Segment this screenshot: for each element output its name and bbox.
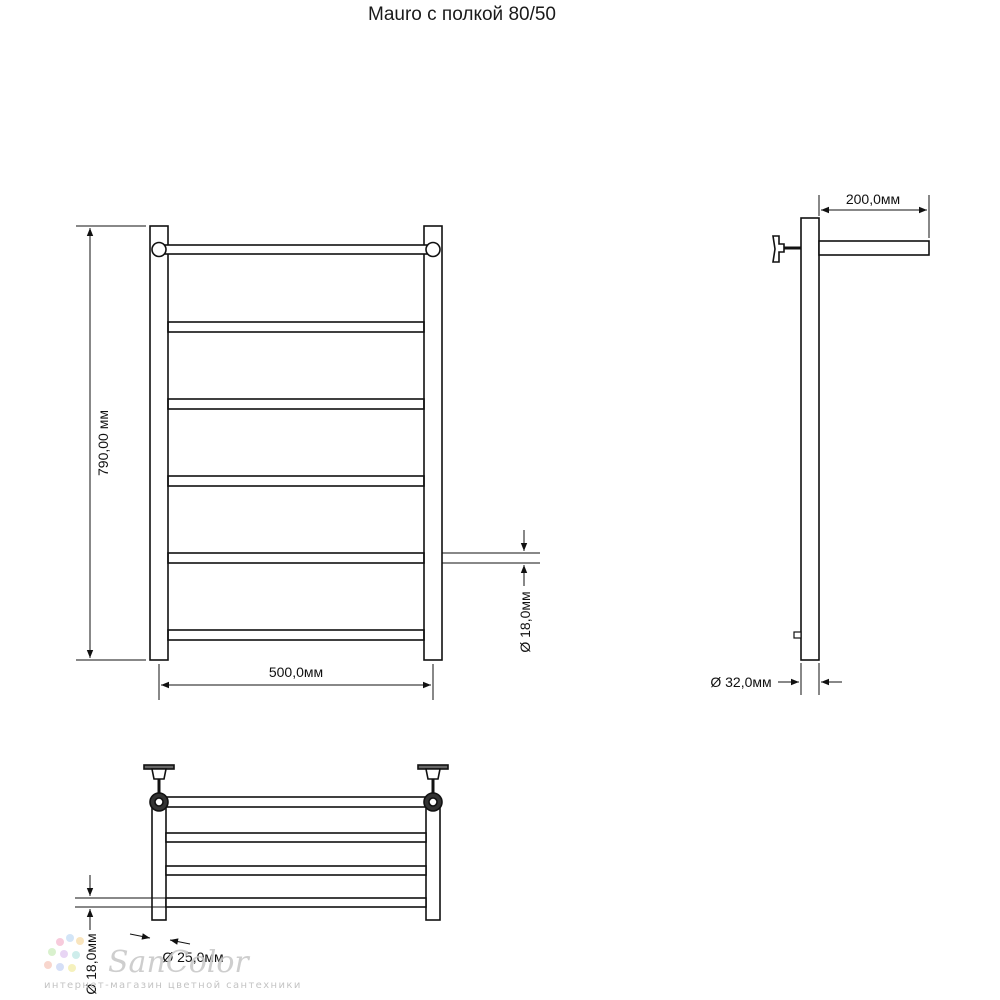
bar-diameter-label: Ø 18,0мм: [517, 591, 533, 652]
top-shelf-bar: [165, 796, 427, 808]
front-view: [149, 225, 443, 661]
left-flange: [149, 792, 169, 812]
watermark-brand: SanColor: [108, 945, 250, 980]
right-flange: [423, 792, 443, 812]
watermark: SanColor интернет-магазин цветной сантех…: [44, 934, 302, 991]
flange-diameter-label: Ø 25,0мм: [162, 949, 223, 965]
watermark-tagline: интернет-магазин цветной сантехники: [44, 980, 302, 991]
rung: [165, 897, 427, 908]
right-shelf-knob: [425, 241, 441, 258]
bottom-bar-diameter-label: Ø 18,0мм: [83, 933, 99, 994]
rung: [165, 832, 427, 843]
side-post: [800, 217, 820, 661]
depth-dimension: [818, 195, 930, 238]
bar-diameter-dimension: [442, 530, 540, 586]
width-dimension: [158, 664, 434, 700]
top-view: [143, 764, 449, 921]
rung: [167, 475, 425, 487]
rung: [167, 321, 425, 333]
rung: [165, 865, 427, 876]
right-wall-mount: [417, 764, 449, 795]
right-post: [423, 225, 443, 661]
drawing-title: Mauro с полкой 80/50: [368, 4, 556, 25]
side-shelf: [818, 240, 930, 256]
bottom-bar-diameter-dimension: [75, 875, 166, 930]
top-right-post: [425, 801, 441, 921]
side-wall-mount: [772, 235, 785, 263]
side-view: [772, 217, 930, 661]
top-shelf-bar: [158, 244, 434, 255]
rung: [167, 552, 425, 564]
post-diameter-label: Ø 32,0мм: [710, 674, 771, 690]
height-dimension: [76, 225, 146, 661]
left-wall-mount: [143, 764, 175, 795]
left-post: [149, 225, 169, 661]
flange-diameter-dimension: [129, 933, 191, 945]
width-label: 500,0мм: [269, 664, 323, 680]
rung: [167, 629, 425, 641]
left-shelf-knob: [151, 241, 167, 258]
top-left-post: [151, 801, 167, 921]
depth-label: 200,0мм: [846, 191, 900, 207]
height-label: 790,00 мм: [95, 410, 111, 476]
post-diameter-dimension: [778, 663, 842, 695]
watermark-dots-icon: [44, 934, 84, 972]
rung: [167, 398, 425, 410]
